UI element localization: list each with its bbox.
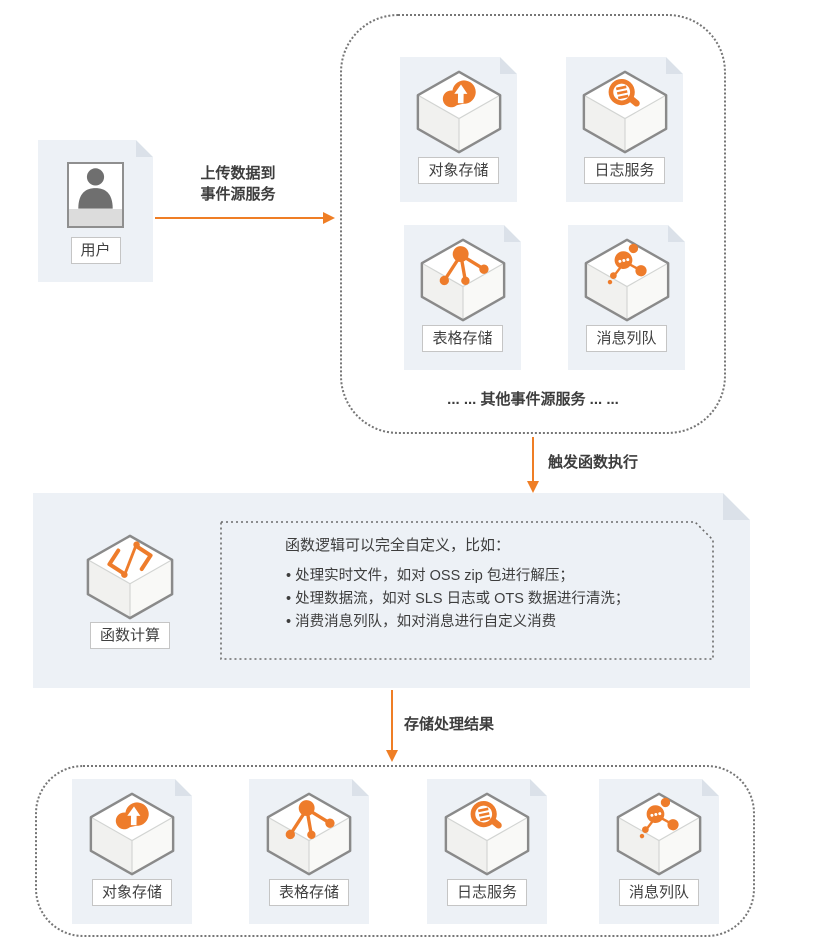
trigger-arrow-head — [527, 481, 539, 493]
service-label: 消息列队 — [619, 879, 699, 906]
dashed-note-border — [220, 521, 714, 660]
trigger-arrow — [532, 437, 534, 483]
function-logic-note: 函数逻辑可以完全自定义，比如： 处理实时文件，如对 OSS zip 包进行解压；… — [220, 521, 714, 660]
result-tile-ots: 表格存储 — [249, 779, 369, 924]
note-title: 函数逻辑可以完全自定义，比如： — [285, 537, 511, 554]
note-bullet: 处理数据流，如对 SLS 日志或 OTS 数据进行清洗； — [286, 588, 629, 611]
other-event-sources-text: ... ... 其他事件源服务 ... ... — [447, 391, 619, 408]
result-tile-oss: 对象存储 — [72, 779, 192, 924]
user-label: 用户 — [70, 237, 120, 264]
store-arrow-label: 存储处理结果 — [404, 716, 495, 733]
message-queue-icon — [580, 237, 674, 323]
tile-fold-corner — [136, 140, 153, 157]
trigger-arrow-label: 触发函数执行 — [548, 454, 639, 471]
log-service-search-icon — [578, 69, 672, 155]
upload-arrow-label: 上传数据到 事件源服务 — [200, 165, 276, 203]
service-label: 对象存储 — [92, 879, 172, 906]
result-tile-mq: 消息列队 — [599, 779, 719, 924]
box-fold-corner — [723, 493, 750, 520]
event-source-tile-sls: 日志服务 — [566, 57, 683, 202]
user-node: 用户 — [38, 140, 153, 282]
oss-cloud-upload-icon — [85, 791, 179, 877]
service-label: 消息列队 — [586, 325, 666, 352]
oss-cloud-upload-icon — [412, 69, 506, 155]
result-tile-sls: 日志服务 — [427, 779, 547, 924]
note-bullet: 消费消息列队，如对消息进行自定义消费 — [286, 611, 629, 634]
service-label: 表格存储 — [269, 879, 349, 906]
service-label: 表格存储 — [422, 325, 502, 352]
function-compute-box: 函数计算 函数逻辑可以完全自定义，比如： 处理实时文件，如对 OSS zip 包… — [33, 493, 750, 688]
note-bullet: 处理实时文件，如对 OSS zip 包进行解压； — [286, 565, 629, 588]
function-compute-node: 函数计算 — [70, 533, 190, 649]
service-label: 日志服务 — [584, 157, 664, 184]
store-arrow — [391, 690, 393, 752]
photo-strip — [69, 209, 122, 226]
service-label: 对象存储 — [418, 157, 498, 184]
function-compute-icon — [82, 533, 178, 621]
service-label: 日志服务 — [447, 879, 527, 906]
result-targets-container: 对象存储 表格存储 日志服务 消息列队 — [35, 765, 755, 937]
message-queue-icon — [612, 791, 706, 877]
log-service-search-icon — [440, 791, 534, 877]
upload-arrow — [155, 217, 325, 219]
store-arrow-head — [386, 750, 398, 762]
user-photo — [67, 162, 124, 228]
table-store-nodes-icon — [262, 791, 356, 877]
event-source-tile-mq: 消息列队 — [568, 225, 685, 370]
person-icon — [69, 165, 122, 210]
event-source-tile-ots: 表格存储 — [404, 225, 521, 370]
note-bullets: 处理实时文件，如对 OSS zip 包进行解压； 处理数据流，如对 SLS 日志… — [286, 565, 629, 634]
event-source-tile-oss: 对象存储 — [400, 57, 517, 202]
table-store-nodes-icon — [416, 237, 510, 323]
function-compute-label: 函数计算 — [90, 622, 170, 649]
event-sources-container: 对象存储 日志服务 表格存储 消息列队 ... ... 其他事件源服务 — [340, 14, 726, 434]
upload-arrow-head — [323, 212, 335, 224]
